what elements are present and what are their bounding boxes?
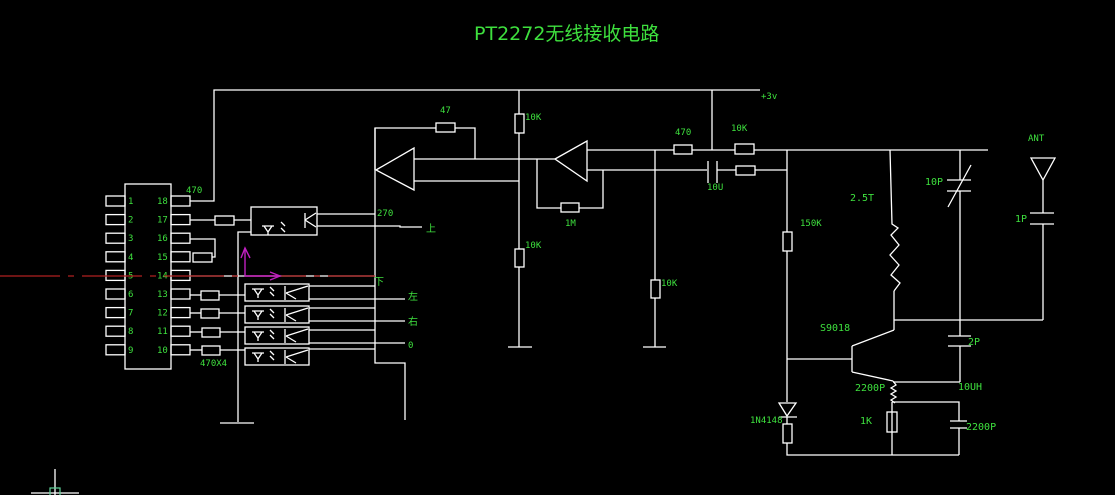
transistor-label: S9018 bbox=[820, 323, 850, 334]
ic-left-pins: 123456789 bbox=[105, 195, 133, 356]
ic-pin-number: 7 bbox=[128, 309, 133, 319]
optocoupler-top bbox=[250, 206, 422, 236]
bias-divider bbox=[508, 90, 532, 348]
cursor-crosshair-icon bbox=[31, 469, 79, 495]
ic-pin-number: 12 bbox=[157, 309, 168, 319]
supply-label: +3v bbox=[761, 92, 777, 102]
ic-pin-number: 11 bbox=[157, 327, 168, 337]
ic-pin-right bbox=[170, 306, 191, 319]
ucs-axis-icon bbox=[240, 246, 282, 281]
ic-pin-number: 15 bbox=[157, 253, 168, 263]
resistor-label-10k-mid: 10K bbox=[661, 279, 678, 289]
ic-pin-number: 17 bbox=[157, 216, 168, 226]
diagram-title: PT2272无线接收电路 bbox=[474, 23, 659, 45]
ic-pin-right bbox=[170, 344, 191, 356]
optocoupler bbox=[244, 347, 310, 366]
output-label-down: 下 bbox=[374, 277, 384, 288]
capacitor-label-2p: 2P bbox=[968, 337, 980, 348]
ic-pin-number: 13 bbox=[157, 290, 168, 300]
ic-pin-number: 3 bbox=[128, 234, 133, 244]
optocoupler-stack bbox=[244, 283, 310, 366]
coil-label: 2.5T bbox=[850, 193, 874, 204]
resistor-label-1m: 1M bbox=[565, 219, 576, 229]
variable-capacitor-label: 10P bbox=[925, 177, 943, 188]
inductor-label: 10UH bbox=[958, 382, 982, 393]
ic-pin-number: 10 bbox=[157, 346, 168, 356]
ic-pin-number: 1 bbox=[128, 197, 133, 207]
ic-pin-number: 8 bbox=[128, 327, 133, 337]
opto-out-label: 270 bbox=[377, 209, 393, 219]
resistor-label-470x4: 470X4 bbox=[200, 359, 227, 369]
resistor-label-10k-top: 10K bbox=[525, 113, 542, 123]
capacitor-label-10u: 10U bbox=[707, 183, 723, 193]
ic-pin-right bbox=[170, 213, 191, 226]
output-label-zero: 0 bbox=[408, 341, 413, 351]
output-label-up: 上 bbox=[426, 223, 436, 235]
antenna-label: ANT bbox=[1028, 134, 1045, 144]
capacitor-label-1p: 1P bbox=[1015, 214, 1027, 225]
ic-pin-left bbox=[105, 344, 126, 356]
ic-pin-left bbox=[105, 213, 126, 226]
optocoupler bbox=[244, 305, 310, 324]
ic-pin-number: 16 bbox=[157, 234, 168, 244]
ic-pin-number: 2 bbox=[128, 216, 133, 226]
opamp-left bbox=[374, 122, 555, 192]
ic-pin-number: 6 bbox=[128, 290, 133, 300]
output-label-left: 左 bbox=[408, 290, 418, 303]
resistor-label-470: 470 bbox=[186, 186, 202, 196]
ic-pin-number: 9 bbox=[128, 346, 133, 356]
resistor-label-10k-amp: 10K bbox=[731, 124, 748, 134]
capacitor-label-2200p-b: 2200P bbox=[966, 422, 996, 433]
resistor-label-470-amp: 470 bbox=[675, 128, 691, 138]
opamp-right bbox=[536, 139, 707, 213]
diode-label: 1N4148 bbox=[750, 416, 783, 426]
ic-pin-left bbox=[105, 251, 126, 263]
resistor-label-1k: 1K bbox=[860, 416, 872, 427]
amp-input-network bbox=[673, 90, 988, 183]
optocoupler bbox=[244, 326, 310, 345]
amp-bias bbox=[643, 150, 666, 348]
resistor-label-47: 47 bbox=[440, 106, 451, 116]
ic-pin-left bbox=[105, 232, 126, 244]
ic-pin-left bbox=[105, 325, 126, 337]
ic-pin-right bbox=[170, 232, 191, 244]
ic-right-pins: 18 17 16 15 14 13 12 11 10 bbox=[157, 195, 191, 356]
ic-pin-left bbox=[105, 306, 126, 319]
capacitor-label-2200p-a: 2200P bbox=[855, 383, 885, 394]
output-label-right: 右 bbox=[408, 315, 418, 328]
resistor-label-10k-bottom: 10K bbox=[525, 241, 542, 251]
ic-pin-number: 4 bbox=[128, 253, 133, 263]
resistor-label-150k: 150K bbox=[800, 219, 822, 229]
ic-pin-left bbox=[105, 195, 126, 207]
ic-pin-left bbox=[105, 288, 126, 300]
ic-pin-number: 18 bbox=[157, 197, 168, 207]
ic-pin-right bbox=[170, 251, 191, 263]
ic-pin-right bbox=[170, 288, 191, 300]
ic-pin-number: 14 bbox=[157, 271, 168, 281]
ic-pin-right bbox=[170, 325, 191, 337]
ic-pin-right bbox=[170, 195, 191, 207]
optocoupler bbox=[244, 283, 310, 302]
rf-receiver-stage bbox=[777, 149, 1057, 456]
